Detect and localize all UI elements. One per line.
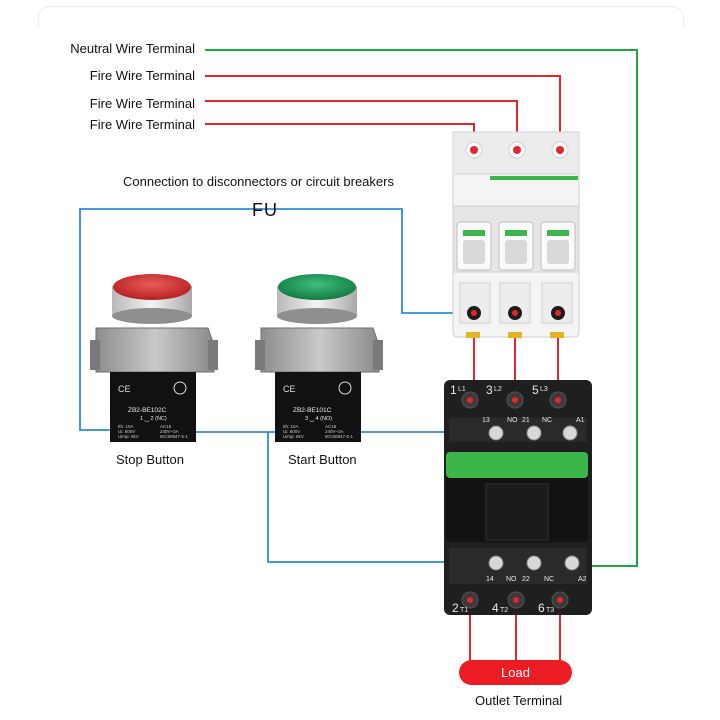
neutral-wire-terminal-label: Neutral Wire Terminal bbox=[70, 41, 195, 56]
start-rating-3: Uimp: 6kV bbox=[283, 434, 304, 439]
fuse-label: FU bbox=[252, 200, 278, 220]
terminal-l3-label: L3 bbox=[540, 386, 548, 393]
start-button-head[interactable] bbox=[278, 274, 356, 300]
page-header-card bbox=[38, 6, 684, 27]
fire-wire-1 bbox=[205, 75, 561, 148]
terminal-l2-label: L2 bbox=[494, 386, 502, 393]
aux-21-label: 21 bbox=[522, 417, 530, 424]
stop-model-label: ZB2-BE102C bbox=[128, 407, 167, 414]
aux-a1-label: A1 bbox=[576, 417, 585, 424]
aux-a2-label: A2 bbox=[578, 576, 587, 583]
stop-standard-label: IEC60947-5-1 bbox=[160, 434, 189, 439]
start-button-caption: Start Button bbox=[288, 452, 357, 467]
aux-nc-top-label: NC bbox=[542, 417, 552, 424]
stop-rating-2: Ui: 600V bbox=[118, 429, 135, 434]
start-rating-ac-2: 240V~3A bbox=[325, 429, 344, 434]
stop-button-head[interactable] bbox=[113, 274, 191, 300]
start-rating-1: Ith: 10A bbox=[283, 424, 299, 429]
aux-14-label: 14 bbox=[486, 576, 494, 583]
fire-wire-terminal-label-1: Fire Wire Terminal bbox=[89, 68, 195, 83]
aux-no-bottom-label: NO bbox=[506, 576, 517, 583]
stop-contact-label: 1 ‿ 2 (NC) bbox=[140, 416, 167, 422]
start-ce-mark: CE bbox=[283, 384, 296, 394]
start-rating-ac-1: AC15 bbox=[325, 424, 337, 429]
control-wire-hold bbox=[267, 432, 494, 563]
terminal-3-label: 3 bbox=[486, 383, 493, 397]
stop-ce-mark: CE bbox=[118, 384, 131, 394]
terminal-4-label: 4 bbox=[492, 601, 499, 615]
stop-button[interactable]: CE ZB2-BE102C 1 ‿ 2 (NC) Ith: 10A Ui: 60… bbox=[90, 274, 218, 442]
aux-no-top-label: NO bbox=[507, 417, 518, 424]
terminal-t2-label: T2 bbox=[500, 607, 508, 614]
terminal-t3-label: T3 bbox=[546, 607, 554, 614]
start-button[interactable]: CE ZB2-BE101C 3 ‿ 4 (NO) Ith: 10A Ui: 60… bbox=[255, 274, 383, 442]
fire-wire-3 bbox=[205, 123, 475, 148]
aux-nc-bottom-label: NC bbox=[544, 576, 554, 583]
fire-wire-terminal-label-3: Fire Wire Terminal bbox=[89, 117, 195, 132]
connection-note: Connection to disconnectors or circuit b… bbox=[123, 174, 394, 189]
start-rating-2: Ui: 600V bbox=[283, 429, 300, 434]
stop-rating-ac-1: AC15 bbox=[160, 424, 172, 429]
stop-rating-3: Uimp: 6kV bbox=[118, 434, 139, 439]
outlet-terminal-label: Outlet Terminal bbox=[475, 693, 563, 708]
terminal-2-label: 2 bbox=[452, 601, 459, 615]
breaker-toggles[interactable] bbox=[456, 221, 576, 271]
load-indicator: Load bbox=[459, 660, 572, 685]
start-model-label: ZB2-BE101C bbox=[293, 407, 332, 414]
stop-button-caption: Stop Button bbox=[116, 452, 184, 467]
start-contact-label: 3 ‿ 4 (NO) bbox=[305, 416, 332, 422]
load-label: Load bbox=[501, 665, 530, 680]
terminal-t1-label: T1 bbox=[460, 607, 468, 614]
terminal-1-label: 1 bbox=[450, 383, 457, 397]
aux-13-label: 13 bbox=[482, 417, 490, 424]
stop-rating-1: Ith: 10A bbox=[118, 424, 134, 429]
contactor: 1 L1 3 L2 5 L3 13 NO 21 NC A1 14 NO 22 N… bbox=[444, 380, 592, 615]
stop-rating-ac-2: 240V~3A bbox=[160, 429, 179, 434]
terminal-5-label: 5 bbox=[532, 383, 539, 397]
start-standard-label: IEC60947-5-1 bbox=[325, 434, 354, 439]
control-wire-fu bbox=[79, 208, 474, 431]
fire-wire-terminal-label-2: Fire Wire Terminal bbox=[89, 96, 195, 111]
neutral-wire bbox=[205, 49, 638, 567]
circuit-breaker bbox=[452, 131, 580, 338]
terminal-6-label: 6 bbox=[538, 601, 545, 615]
terminal-l1-label: L1 bbox=[458, 386, 466, 393]
aux-22-label: 22 bbox=[522, 576, 530, 583]
